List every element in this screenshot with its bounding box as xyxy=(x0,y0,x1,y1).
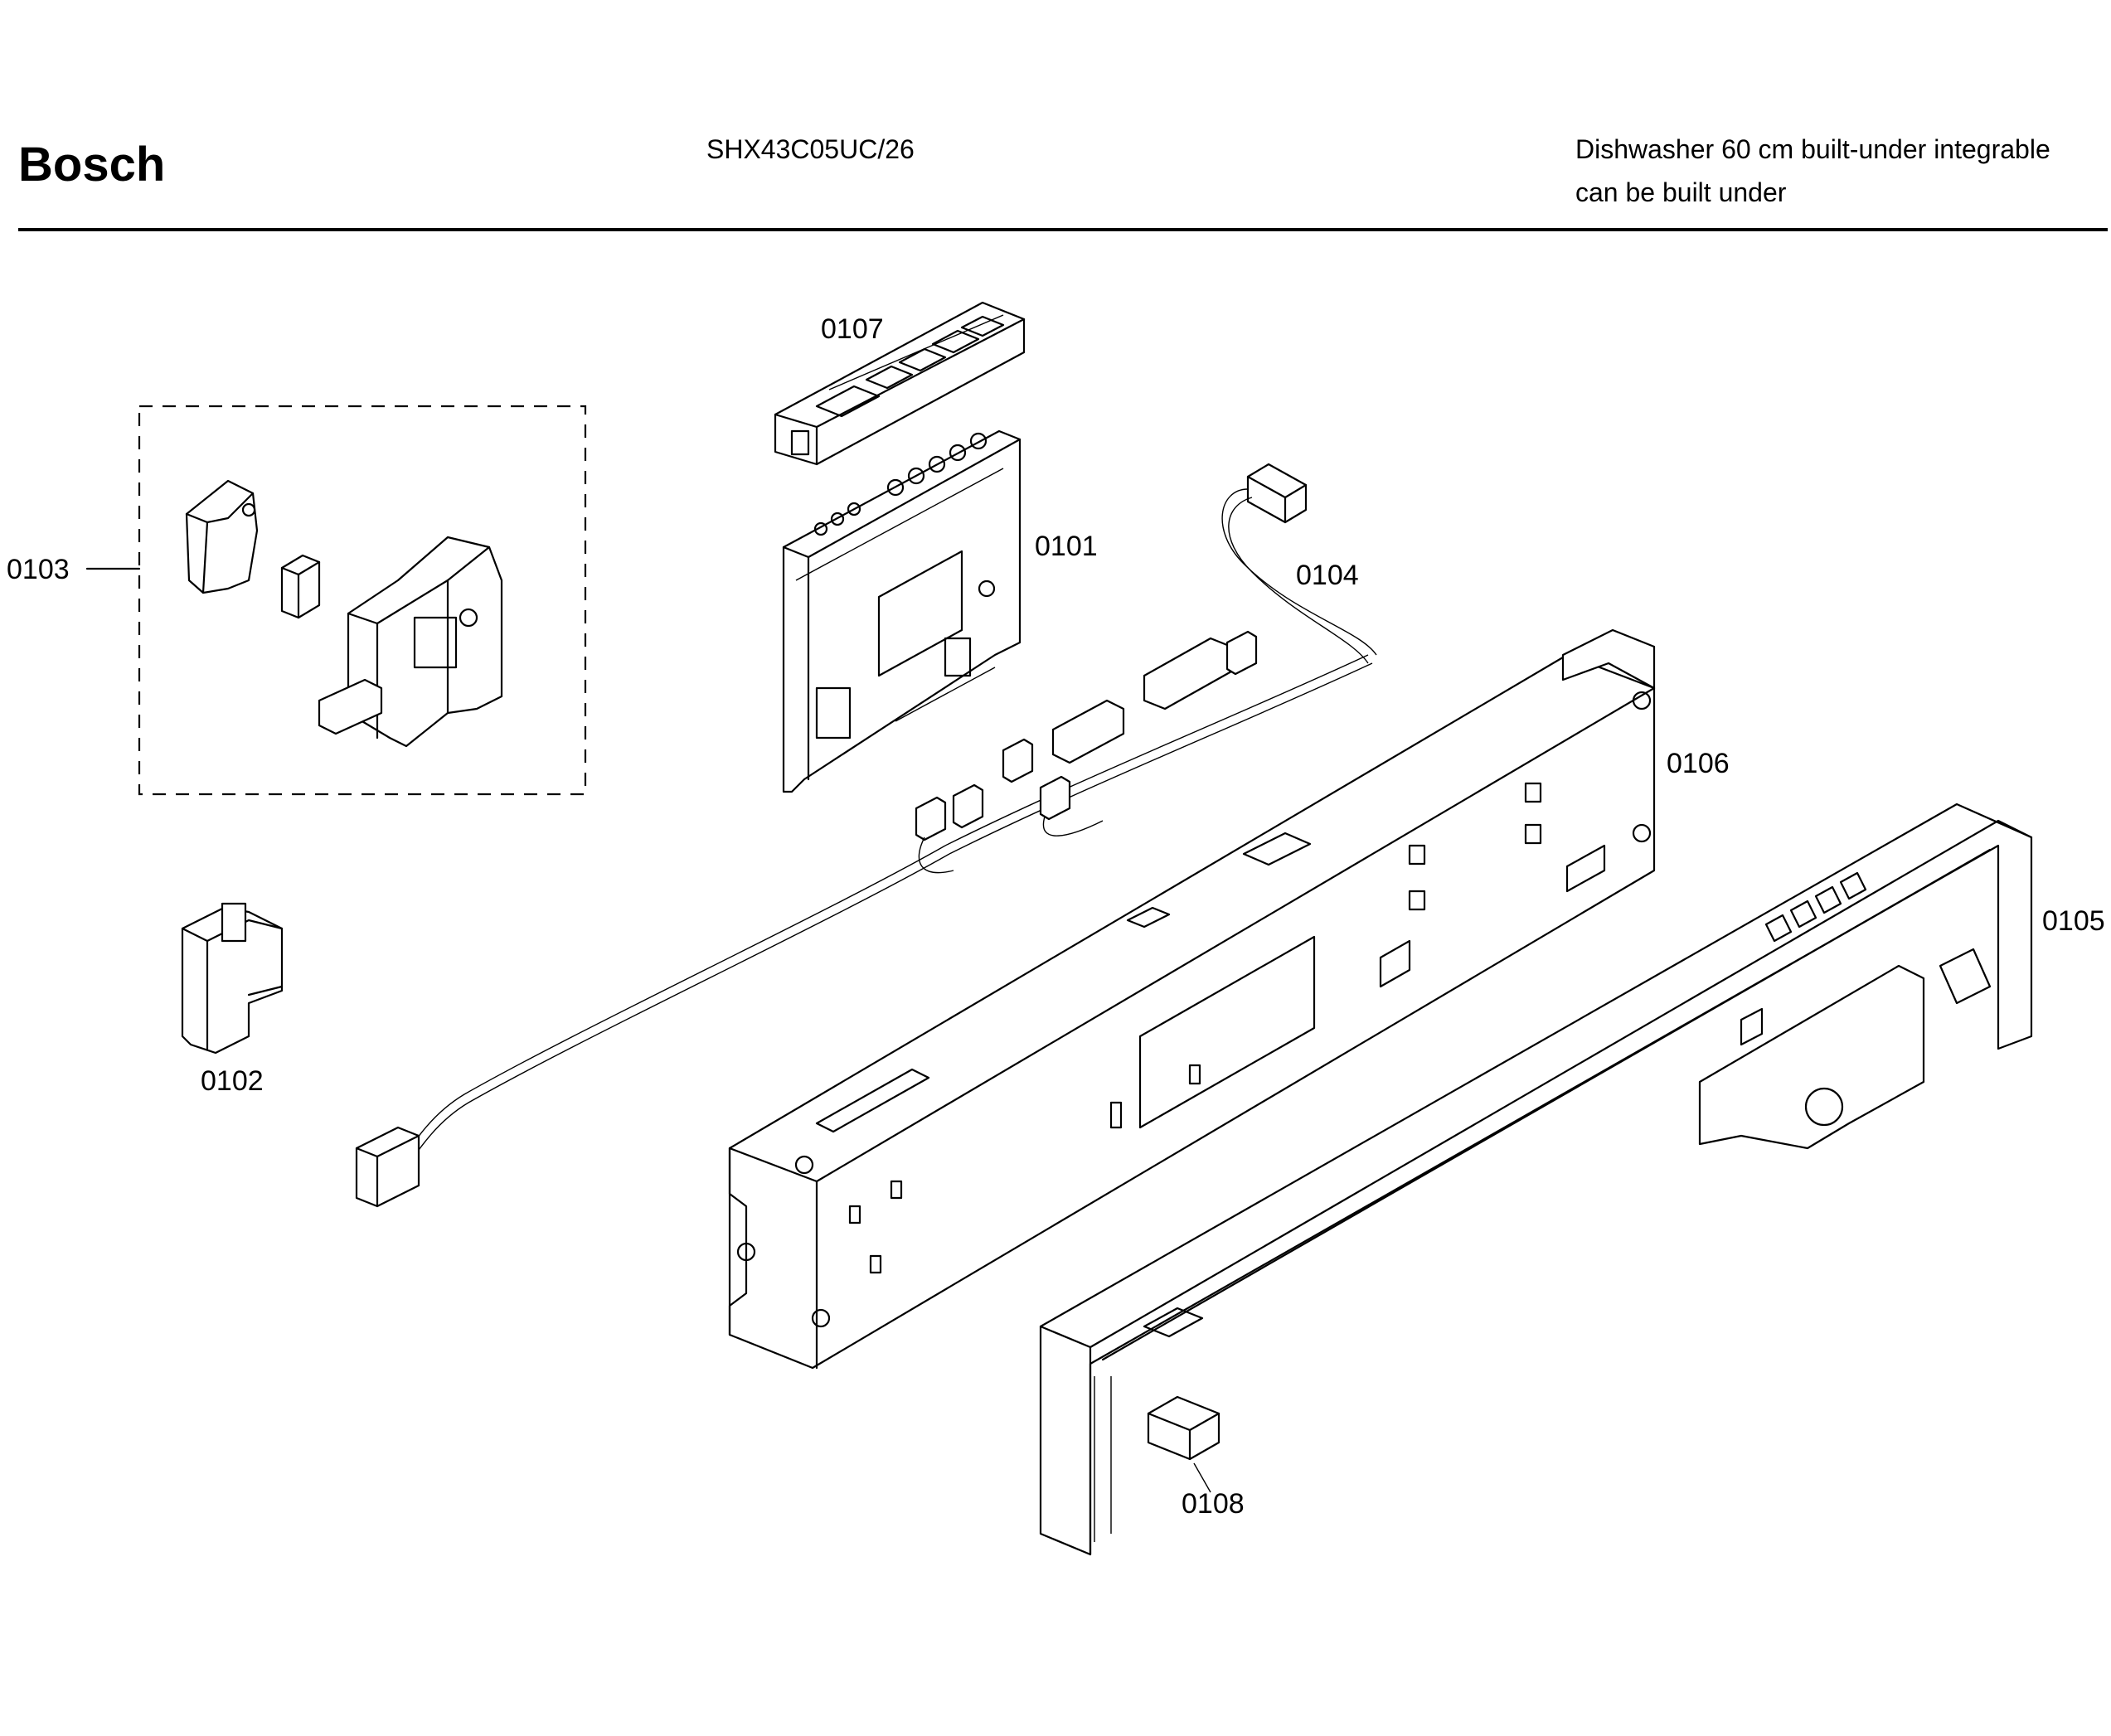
part-0107-keypad-strip[interactable] xyxy=(774,301,1026,466)
callout-0107: 0107 xyxy=(821,313,884,345)
model-number: SHX43C05UC/26 xyxy=(706,134,915,164)
part-0105-control-panel-frame[interactable] xyxy=(1039,803,2033,1556)
callout-0108: 0108 xyxy=(1182,1488,1245,1520)
callout-0104: 0104 xyxy=(1296,560,1359,591)
callout-0105: 0105 xyxy=(2042,905,2105,937)
part-0104-wiring-harness[interactable] xyxy=(355,463,1377,1208)
part-0108-clip[interactable] xyxy=(1147,1395,1220,1493)
brand-title: Bosch xyxy=(18,138,166,192)
part-0102-door-switch[interactable] xyxy=(181,902,284,1055)
appliance-description-line1: Dishwasher 60 cm built-under integrable xyxy=(1575,134,2050,164)
callout-0103: 0103 xyxy=(7,554,70,585)
part-0106-inner-panel[interactable] xyxy=(728,628,1656,1370)
header-divider xyxy=(18,228,2108,231)
callout-0106: 0106 xyxy=(1667,748,1730,779)
callout-0102: 0102 xyxy=(201,1065,264,1097)
callout-0101: 0101 xyxy=(1035,531,1098,562)
appliance-description-line2: can be built under xyxy=(1575,177,1787,207)
part-0103-relay-assembly-group[interactable] xyxy=(85,405,587,796)
part-0101-control-module[interactable] xyxy=(782,429,1022,793)
